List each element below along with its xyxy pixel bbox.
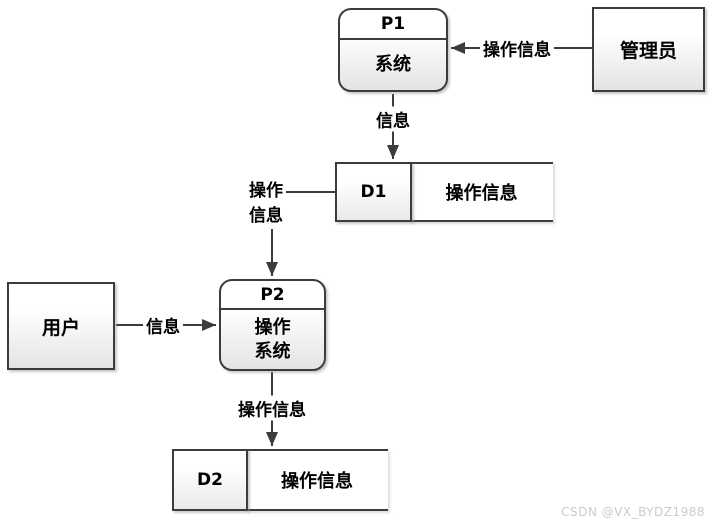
process-p2-name-line2: 系统 — [254, 340, 291, 362]
datastore-d2-id: D2 — [172, 449, 248, 511]
datastore-d1-id: D1 — [335, 162, 412, 222]
flow-p2-to-d2-label: 操作信息 — [235, 395, 309, 421]
flow-d1-to-p2-label-line1: 操作 — [249, 181, 283, 201]
flow-d1-to-p2-label: 操作 信息 — [246, 179, 286, 229]
flow-user-to-p2-label: 信息 — [143, 312, 183, 338]
process-p1: P1 系统 — [338, 8, 448, 92]
process-p2-name: 操作 系统 — [221, 310, 324, 369]
process-p2-name-line1: 操作 — [254, 316, 291, 338]
datastore-d1-label: 操作信息 — [410, 162, 553, 222]
entity-admin: 管理员 — [592, 7, 705, 92]
csdn-watermark: CSDN @VX_BYDZ1988 — [561, 505, 705, 519]
process-p1-name: 系统 — [375, 54, 411, 75]
flow-admin-to-p1-label: 操作信息 — [480, 35, 554, 61]
process-p2: P2 操作 系统 — [219, 279, 326, 371]
process-p1-id: P1 — [340, 10, 446, 40]
flow-d1-to-p2-label-line2: 信息 — [249, 206, 283, 226]
datastore-d2-label: 操作信息 — [246, 449, 388, 511]
entity-user: 用户 — [7, 282, 115, 370]
process-p2-id: P2 — [221, 281, 324, 310]
flow-p1-to-d1-label: 信息 — [373, 106, 413, 132]
